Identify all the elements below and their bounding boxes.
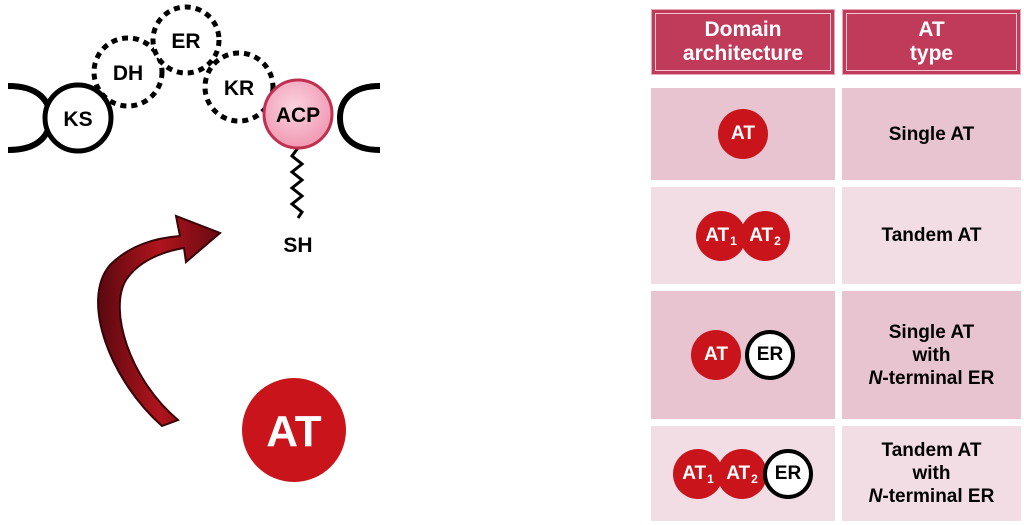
sh-label: SH <box>283 234 312 257</box>
at-domain-icon: AT <box>718 109 768 159</box>
ks-domain: KS <box>42 82 114 154</box>
acp-domain: ACP <box>262 78 334 150</box>
header-architecture-line2: architecture <box>682 42 804 65</box>
header-at-type: AT type <box>842 9 1021 75</box>
kr-domain: KR <box>202 50 276 124</box>
header-architecture-line1: Domain <box>704 18 782 41</box>
transacylation-arrow <box>97 214 222 428</box>
dh-domain: DH <box>91 35 165 109</box>
row-1-architecture: AT <box>651 88 835 180</box>
phosphopantetheine-arm <box>289 147 305 219</box>
header-type-line2: type <box>909 42 954 65</box>
header-type-line1: AT <box>918 18 945 41</box>
right-bracket <box>336 83 381 153</box>
row-3-type: Single AT with N-terminal ER <box>842 291 1021 419</box>
n-terminal-er-text: N-terminal ER <box>868 486 995 507</box>
er-domain-icon: ER <box>745 330 795 380</box>
n-terminal-er-text: N-terminal ER <box>868 367 995 389</box>
row-3-architecture: AT ER <box>651 291 835 419</box>
row-1-type: Single AT <box>842 88 1021 180</box>
free-at-domain: AT <box>242 378 346 482</box>
row-4-type: Tandem AT with N-terminal ER <box>842 426 1021 521</box>
svg-text:DH: DH <box>113 62 143 85</box>
svg-text:KS: KS <box>63 108 92 131</box>
svg-text:ACP: ACP <box>276 104 320 127</box>
pks-module-diagram: DH ER KR KS ACP SH AT <box>7 4 381 482</box>
svg-text:AT: AT <box>266 407 322 456</box>
er-domain-icon: ER <box>763 448 813 499</box>
at-domain-icon: AT <box>691 330 741 380</box>
row-2-type: Tandem AT <box>842 187 1021 284</box>
svg-text:KR: KR <box>224 77 254 100</box>
er-domain: ER <box>150 4 222 76</box>
svg-text:ER: ER <box>171 30 200 53</box>
header-domain-architecture: Domain architecture <box>651 9 835 75</box>
